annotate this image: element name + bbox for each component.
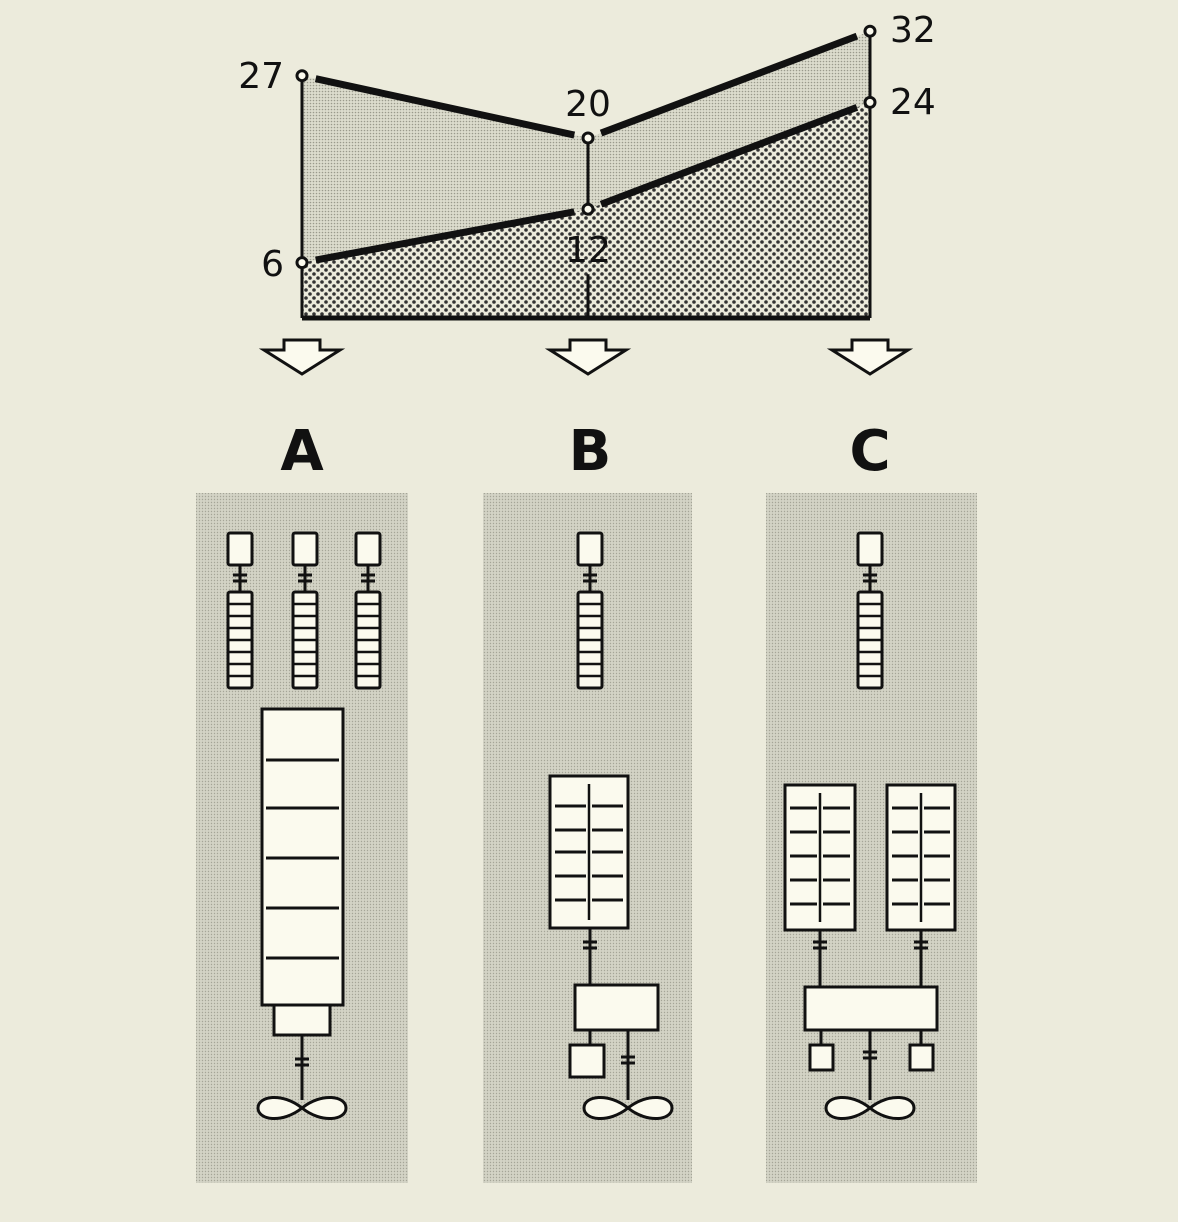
motor-box — [856, 531, 884, 567]
value-label-lower-c: 24 — [890, 82, 936, 123]
variant-a — [226, 531, 382, 1120]
generator-box — [568, 1043, 606, 1079]
series-line-lower — [599, 104, 859, 208]
generator-box — [808, 1043, 835, 1072]
band-upper-area — [302, 31, 870, 263]
data-point-upper — [295, 69, 309, 83]
chart-value-labels: 27 6 20 12 32 24 — [238, 10, 936, 285]
series-line-lower — [315, 208, 575, 264]
gearbox — [573, 983, 660, 1032]
data-point-lower — [581, 202, 595, 216]
value-label-upper-a: 27 — [238, 56, 284, 97]
variant-c — [783, 531, 957, 1120]
motor-box — [354, 531, 382, 567]
propeller-icon — [256, 1096, 348, 1120]
variant-b — [548, 531, 674, 1120]
arrow-down-icon — [544, 338, 632, 376]
generator-box — [908, 1043, 935, 1072]
value-label-lower-a: 6 — [261, 244, 284, 285]
panels — [196, 493, 977, 1183]
data-point-upper — [863, 24, 877, 38]
chart — [258, 24, 914, 376]
motor-box — [291, 531, 319, 567]
motor-box — [576, 531, 604, 567]
turbine-box — [272, 1003, 332, 1037]
propeller-icon — [582, 1096, 674, 1120]
variant-labels: A B C — [280, 419, 890, 484]
motor-box — [226, 531, 254, 567]
propeller-icon — [824, 1096, 916, 1120]
data-point-lower — [863, 95, 877, 109]
value-label-lower-b: 12 — [565, 230, 611, 271]
value-label-upper-c: 32 — [890, 10, 936, 51]
label-b: B — [569, 419, 612, 484]
series-line-upper — [599, 32, 859, 137]
data-point-lower — [295, 256, 309, 270]
gearbox — [803, 985, 939, 1032]
arrow-down-icon — [826, 338, 914, 376]
data-point-upper — [581, 131, 595, 145]
arrow-down-icon — [258, 338, 346, 376]
label-a: A — [280, 419, 324, 484]
series-line-upper — [314, 75, 576, 139]
label-c: C — [849, 419, 890, 484]
value-label-upper-b: 20 — [565, 84, 611, 125]
